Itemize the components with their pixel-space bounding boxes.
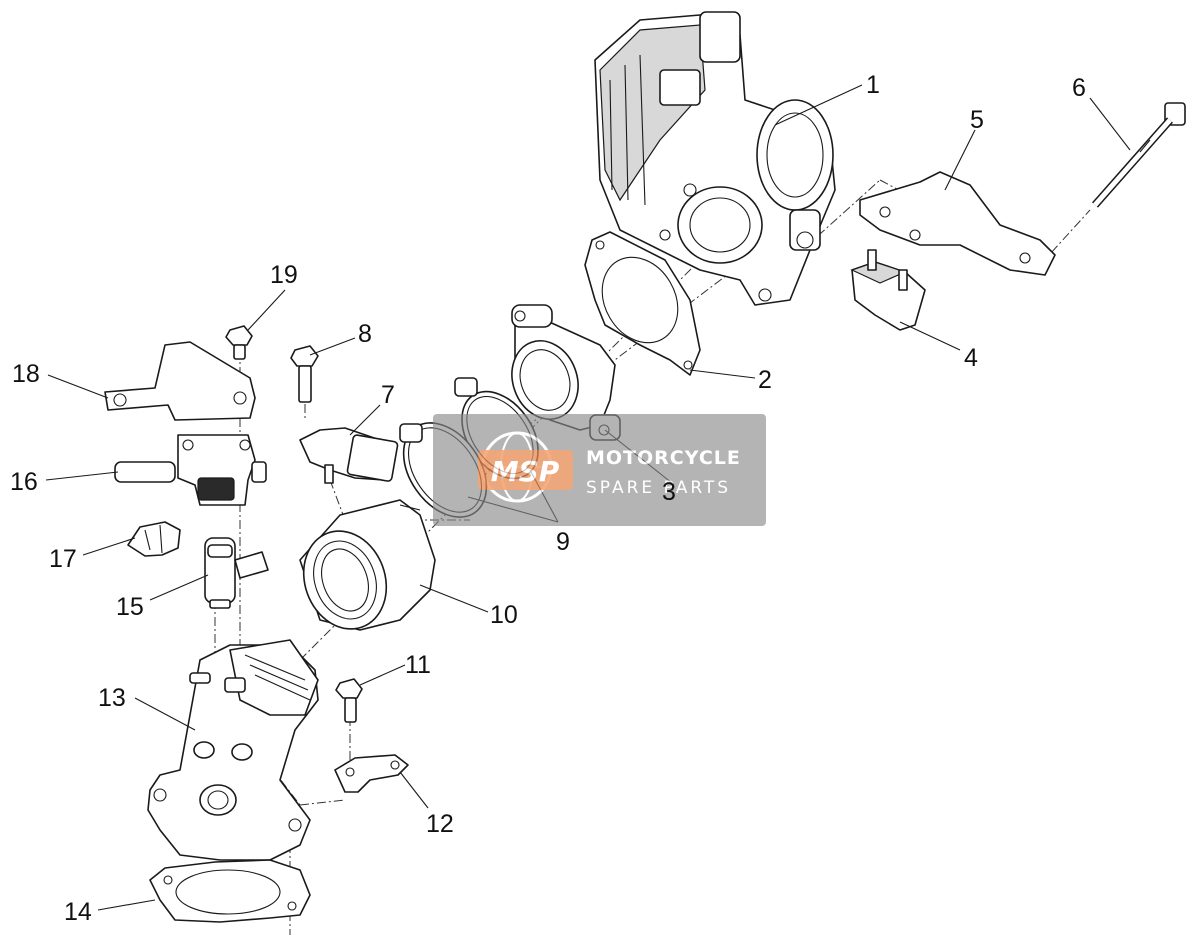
callout-4: 4 <box>964 344 978 372</box>
manifold-gasket <box>149 859 311 923</box>
throttle-body <box>594 11 836 306</box>
fuel-injector <box>204 537 269 609</box>
callout-3: 3 <box>662 478 676 506</box>
fuel-rail <box>114 434 267 506</box>
intake-sleeve <box>299 499 436 631</box>
callout-2: 2 <box>758 366 772 394</box>
callout-10: 10 <box>490 601 518 629</box>
callout-13: 13 <box>98 684 126 712</box>
map-sensor <box>299 427 399 484</box>
callout-5: 5 <box>970 106 984 134</box>
watermark-line1: MOTORCYCLE <box>586 447 741 469</box>
small-bracket <box>334 754 409 793</box>
callout-16: 16 <box>10 468 38 496</box>
callout-numbers: 1 2 3 4 5 6 7 8 9 10 11 12 13 14 15 16 1… <box>10 71 1086 926</box>
sensor-screw <box>290 345 319 403</box>
callout-12: 12 <box>426 810 454 838</box>
callout-11: 11 <box>405 651 431 679</box>
throttle-gasket <box>584 231 701 376</box>
rail-bracket <box>104 341 256 421</box>
watermark: MSP MOTORCYCLE SPARE PARTS <box>433 414 766 526</box>
callout-17: 17 <box>49 545 77 573</box>
callout-18: 18 <box>12 360 40 388</box>
watermark-line2: SPARE PARTS <box>586 478 731 498</box>
callout-9: 9 <box>556 528 570 556</box>
callout-1: 1 <box>866 71 880 99</box>
callout-6: 6 <box>1072 74 1086 102</box>
rubber-mount <box>850 249 926 331</box>
callout-15: 15 <box>116 593 144 621</box>
callout-7: 7 <box>381 381 395 409</box>
rail-bracket-screw <box>225 325 253 360</box>
callout-19: 19 <box>270 261 298 289</box>
long-bolt <box>1092 102 1186 208</box>
callout-14: 14 <box>64 898 92 926</box>
callout-8: 8 <box>358 320 372 348</box>
injector-clip <box>127 521 181 557</box>
intake-manifold <box>147 639 319 861</box>
watermark-panel <box>433 414 766 526</box>
watermark-logo: MSP <box>491 455 560 488</box>
bracket-screw <box>335 678 363 723</box>
mounting-bracket <box>859 171 1056 276</box>
